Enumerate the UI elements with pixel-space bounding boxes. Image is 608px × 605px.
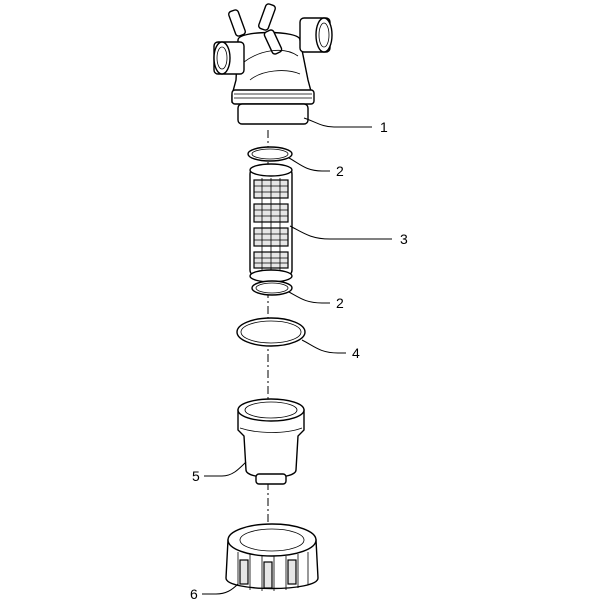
filter-bowl [237, 398, 305, 485]
leader-6 [202, 583, 239, 595]
filter-head [213, 3, 333, 125]
callout-5: 5 [192, 468, 200, 484]
callout-4: 4 [352, 345, 360, 361]
o-ring-top [247, 146, 293, 162]
leader-2a [288, 157, 330, 172]
callout-6: 6 [190, 586, 198, 602]
leader-1 [303, 117, 372, 128]
leader-2b [288, 291, 330, 304]
bowl-gasket [236, 317, 306, 347]
o-ring-bottom [251, 280, 293, 296]
callout-1: 1 [380, 119, 388, 135]
callout-3: 3 [400, 231, 408, 247]
leader-lines [202, 117, 392, 595]
union-nut [225, 523, 319, 591]
leader-4 [301, 339, 346, 354]
leader-5 [204, 461, 247, 477]
callout-2a: 2 [336, 163, 344, 179]
filter-screen [249, 163, 293, 283]
leader-3 [289, 225, 392, 240]
callout-2b: 2 [336, 295, 344, 311]
